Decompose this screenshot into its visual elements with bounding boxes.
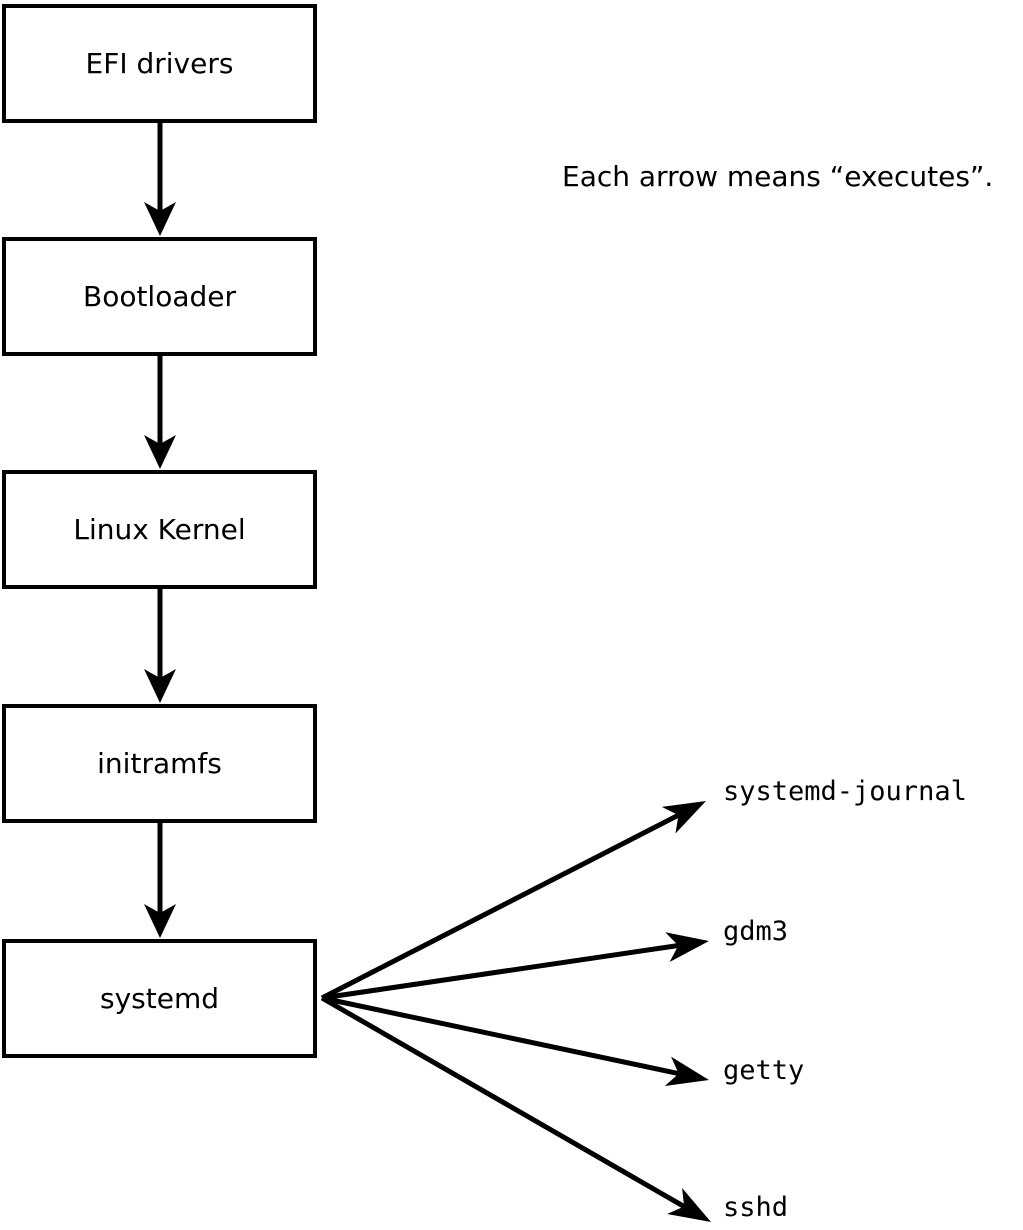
service-label-systemd-journal[interactable]: systemd-journal [723, 776, 967, 807]
chain-arrow-head-3 [144, 904, 176, 938]
fan-arrow-head-gdm3 [665, 932, 709, 962]
service-label-gdm3[interactable]: gdm3 [723, 916, 789, 947]
fan-arrow-shaft-systemd-journal [320, 812, 681, 1001]
node-systemd[interactable]: systemd [2, 939, 317, 1058]
service-label-getty[interactable]: getty [723, 1055, 805, 1086]
chain-arrow-head-1 [144, 435, 176, 469]
node-bootloader[interactable]: Bootloader [2, 237, 317, 356]
fan-arrow-group [320, 801, 711, 1222]
node-label-efi-drivers: EFI drivers [85, 46, 234, 80]
legend-note: Each arrow means “executes”. [562, 160, 994, 193]
node-linux-kernel[interactable]: Linux Kernel [2, 470, 317, 589]
node-efi-drivers[interactable]: EFI drivers [2, 4, 317, 123]
fan-arrow-head-sshd [667, 1188, 711, 1222]
chain-arrow-head-2 [144, 669, 176, 703]
chain-arrow-head-0 [144, 202, 176, 236]
node-label-linux-kernel: Linux Kernel [73, 512, 246, 546]
service-label-sshd[interactable]: sshd [723, 1192, 789, 1223]
node-label-bootloader: Bootloader [82, 279, 237, 313]
fan-arrow-shaft-getty [321, 995, 681, 1077]
node-initramfs[interactable]: initramfs [2, 704, 317, 823]
node-label-systemd: systemd [100, 981, 219, 1015]
fan-arrow-head-systemd-journal [661, 801, 706, 834]
fan-arrow-shaft-gdm3 [321, 942, 680, 1001]
fan-arrow-head-getty [664, 1056, 709, 1086]
node-label-initramfs: initramfs [97, 746, 222, 780]
fan-arrow-shaft-sshd [320, 995, 687, 1210]
